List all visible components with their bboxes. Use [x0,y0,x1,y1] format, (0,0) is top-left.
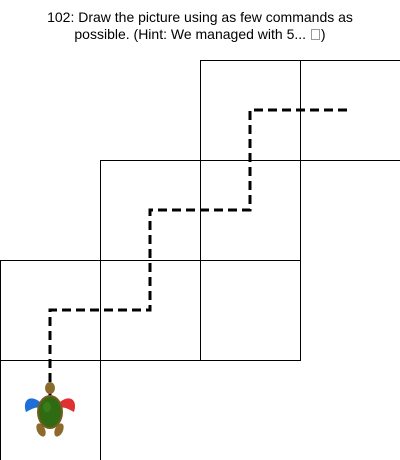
task-line-2: possible. (Hint: We managed with 5... ) [0,26,400,43]
turtle-head [45,382,55,394]
target-squares [0,60,400,460]
turtle-right-flipper [60,398,76,412]
turtle-back-left-leg [36,423,46,437]
hint-symbol-icon [310,29,320,40]
task-line-2-end: ) [320,26,326,42]
turtle-shell-highlight [43,402,51,412]
turtle-left-flipper [24,398,40,412]
turtle-shell [39,397,61,427]
task-description: 102: Draw the picture using as few comma… [0,9,400,43]
turtle-path [48,108,350,410]
turtle-back-right-leg [54,423,64,437]
turtle-icon [24,382,76,437]
task-line-1: 102: Draw the picture using as few comma… [47,9,353,25]
task-line-2-text: possible. (Hint: We managed with 5... [74,26,310,42]
